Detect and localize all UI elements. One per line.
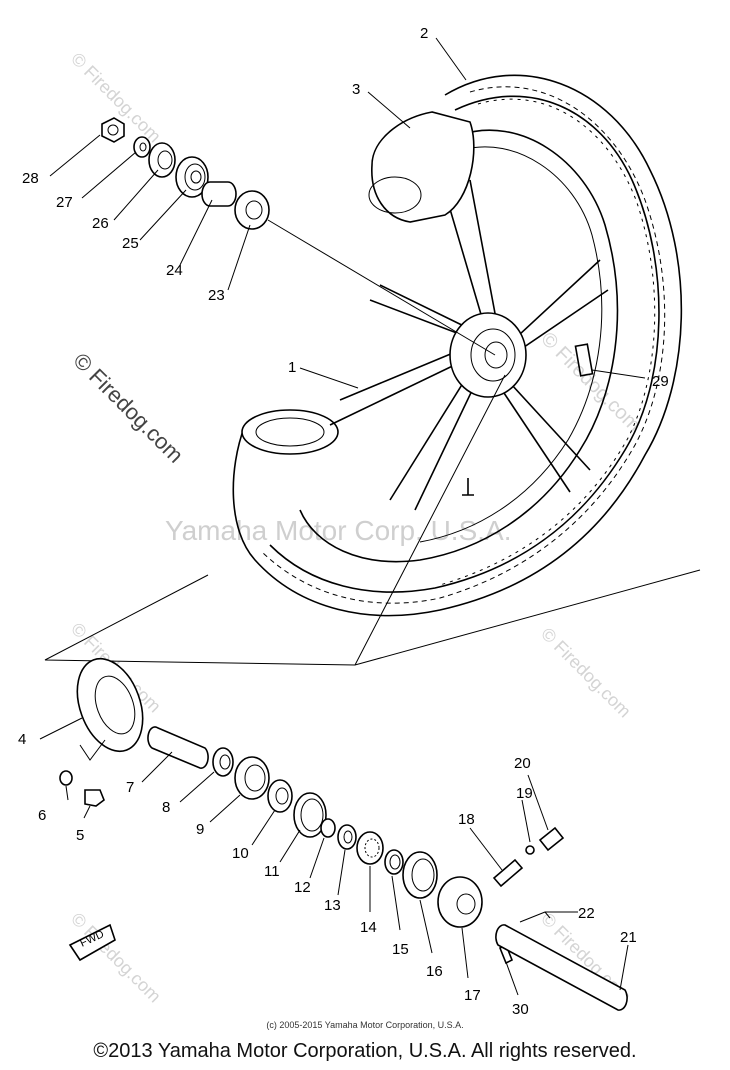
callout-30: 30 xyxy=(512,1001,529,1018)
valve-stem xyxy=(462,478,474,496)
watermark-right-lower: © Firedog.com xyxy=(537,624,635,722)
part-19-washer xyxy=(525,845,535,855)
part-13-ring xyxy=(337,824,357,850)
part-26-oil-seal xyxy=(148,142,176,178)
tire-tread xyxy=(261,86,666,604)
callout-14: 14 xyxy=(360,919,377,936)
tire-outline xyxy=(232,74,683,617)
part-28-nut xyxy=(101,117,125,143)
callout-17: 17 xyxy=(464,987,481,1004)
part-9-bearing xyxy=(234,756,270,800)
lower-exploded-parts: FWD xyxy=(59,657,628,1011)
part-6-washer xyxy=(59,770,73,786)
part-10-retainer xyxy=(267,779,293,813)
callout-16: 16 xyxy=(426,963,443,980)
part-27-washer xyxy=(133,136,151,158)
callout-25: 25 xyxy=(122,235,139,252)
callout-24: 24 xyxy=(166,262,183,279)
small-copyright: (c) 2005-2015 Yamaha Motor Corporation, … xyxy=(266,1020,464,1030)
part-5-bolt xyxy=(84,789,105,807)
rim-inner xyxy=(419,146,603,543)
callout-29: 29 xyxy=(652,373,669,390)
callout-3: 3 xyxy=(352,81,360,98)
callout-10: 10 xyxy=(232,845,249,862)
callout-15: 15 xyxy=(392,941,409,958)
hub-center xyxy=(484,341,508,369)
callout-13: 13 xyxy=(324,897,341,914)
hub-bearing-bore xyxy=(470,328,516,382)
part-18-shaft xyxy=(492,858,524,888)
callout-19: 19 xyxy=(516,785,533,802)
callout-22: 22 xyxy=(578,905,595,922)
callout-8: 8 xyxy=(162,799,170,816)
callout-20: 20 xyxy=(514,755,531,772)
callout-labels: 2 3 1 29 28 27 26 25 24 23 4 6 5 7 8 9 1… xyxy=(18,25,669,1018)
tube-section xyxy=(371,111,475,223)
part-8-seal xyxy=(212,747,234,777)
tire-cutaway-inner xyxy=(255,417,325,447)
footer-copyright: ©2013 Yamaha Motor Corporation, U.S.A. A… xyxy=(93,1040,637,1062)
upper-exploded-parts xyxy=(101,117,496,356)
wheel-hub xyxy=(449,312,527,398)
part-11-ring xyxy=(293,792,327,838)
rim-outline xyxy=(299,129,619,563)
watermark-right: © Firedog.com xyxy=(536,328,645,437)
callout-5: 5 xyxy=(76,827,84,844)
callout-9: 9 xyxy=(196,821,204,838)
part-20-bushing xyxy=(538,826,565,852)
callout-28: 28 xyxy=(22,170,39,187)
callout-21: 21 xyxy=(620,929,637,946)
wheel-assembly xyxy=(232,74,683,617)
part-7-collar xyxy=(147,726,209,769)
callout-6: 6 xyxy=(38,807,46,824)
tire-inner-outline xyxy=(269,95,660,593)
watermarks: © Firedog.com © Firedog.com © Firedog.co… xyxy=(67,49,645,1007)
balance-weight xyxy=(574,343,594,377)
part-16-seal xyxy=(402,851,438,899)
callout-1: 1 xyxy=(288,359,296,376)
callout-23: 23 xyxy=(208,287,225,304)
callout-27: 27 xyxy=(56,194,73,211)
assembly-guide-lines xyxy=(44,374,701,666)
part-23-retainer xyxy=(234,190,270,230)
part-17-gear-housing xyxy=(437,876,483,928)
part-24-spacer xyxy=(201,181,237,207)
part-4-plate xyxy=(76,657,144,753)
part-12-washer xyxy=(320,818,336,838)
leader-lines xyxy=(39,37,646,996)
watermark-center: Yamaha Motor Corp. U.S.A. xyxy=(165,515,512,546)
part-21-axle xyxy=(495,924,628,1011)
part-15-washer xyxy=(384,849,404,875)
tire-cutaway-section xyxy=(241,409,339,455)
callout-2: 2 xyxy=(420,25,428,42)
callout-26: 26 xyxy=(92,215,109,232)
part-14-gear xyxy=(356,831,384,865)
callout-4: 4 xyxy=(18,731,26,748)
fwd-arrow-icon xyxy=(68,923,116,962)
callout-11: 11 xyxy=(264,863,280,880)
callout-7: 7 xyxy=(126,779,134,796)
part-25-bearing xyxy=(175,156,209,198)
callout-18: 18 xyxy=(458,811,475,828)
watermark-dark: © Firedog.com xyxy=(68,348,188,468)
callout-12: 12 xyxy=(294,879,311,896)
